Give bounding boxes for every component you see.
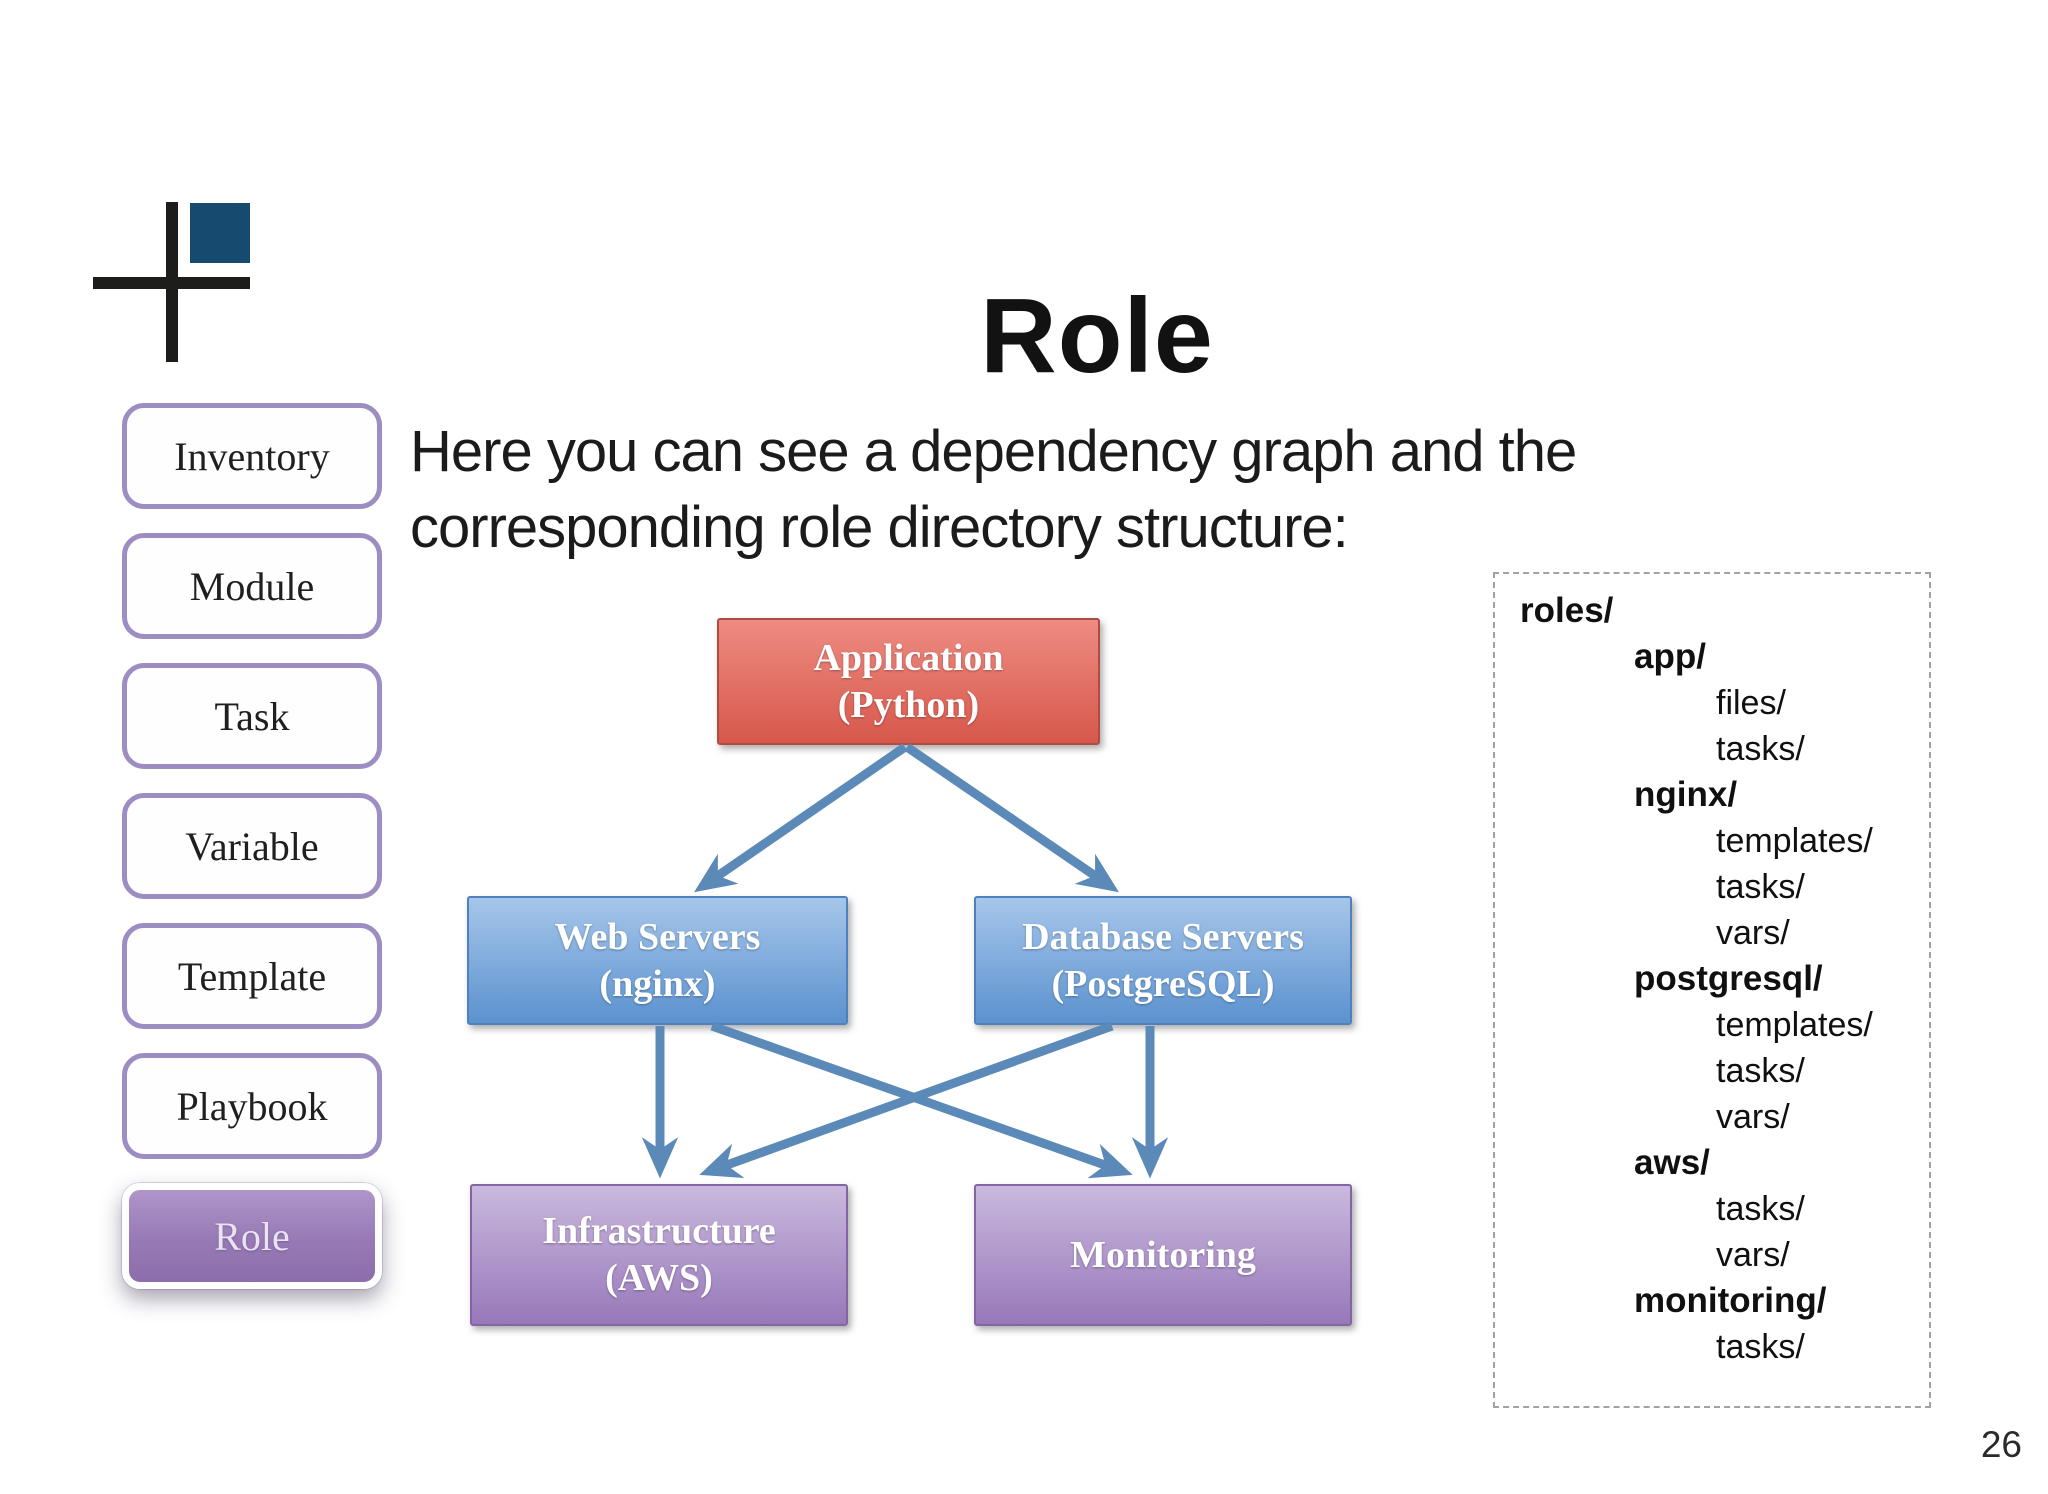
node-label: Database Servers [1022,915,1304,958]
edge-web-monitoring [710,1021,1133,1179]
directory-entry: monitoring/ [1634,1281,1827,1320]
directory-entry: vars/ [1716,914,1790,952]
directory-entry: aws/ [1634,1143,1710,1182]
node-sublabel: (Python) [837,683,980,726]
sidebar-item-label: Variable [185,823,319,869]
node-infrastructure: Infrastructure (AWS) [470,1184,848,1326]
directory-entry: tasks/ [1716,868,1805,906]
node-application: Application (Python) [717,618,1100,745]
node-database-servers: Database Servers (PostgreSQL) [974,896,1352,1025]
sidebar-item-label: Role [214,1213,290,1259]
sidebar-item-module: Module [122,533,382,639]
page-title: Role [980,277,1214,396]
role-directory-panel: roles/app/files/tasks/nginx/templates/ta… [1493,572,1931,1408]
sidebar-item-label: Template [177,953,327,999]
sidebar-item-template: Template [122,923,382,1029]
sidebar-item-variable: Variable [122,793,382,899]
sidebar-item-inventory: Inventory [122,403,382,509]
directory-entry: tasks/ [1716,1328,1805,1366]
node-web-servers: Web Servers (nginx) [467,896,848,1025]
node-sublabel: (nginx) [599,962,716,1005]
intro-text-line-1: Here you can see a dependency graph and … [410,419,1577,484]
sidebar-item-playbook: Playbook [122,1053,382,1159]
node-sublabel: (PostgreSQL) [1051,962,1275,1005]
intro-text: Here you can see a dependency graph and … [410,414,1810,566]
node-label: Application [813,636,1004,679]
directory-entry: vars/ [1716,1236,1790,1274]
edge-application-database [904,743,1119,893]
intro-text-line-2: corresponding role directory structure: [410,495,1349,560]
page-number: 26 [1980,1424,2022,1465]
node-label: Web Servers [554,915,761,958]
directory-entry: tasks/ [1716,1190,1805,1228]
sidebar-item-label: Playbook [176,1083,328,1129]
sidebar-item-label: Inventory [174,433,330,479]
directory-entry: templates/ [1716,1006,1873,1044]
directory-entry: nginx/ [1634,775,1738,814]
node-label: Infrastructure [542,1210,776,1252]
edge-database-infrastructure [699,1021,1114,1178]
directory-entry: templates/ [1716,822,1873,860]
sidebar-item-label: Task [214,693,290,739]
directory-entry: postgresql/ [1634,959,1823,998]
node-monitoring: Monitoring [974,1184,1352,1326]
plus-icon [93,277,250,289]
sidebar-item-task: Task [122,663,382,769]
directory-entry: files/ [1716,684,1786,722]
brand-square [190,203,250,263]
sidebar-item-label: Module [189,563,315,609]
node-sublabel: (AWS) [605,1257,713,1299]
directory-entry: vars/ [1716,1098,1790,1136]
directory-entry: roles/ [1520,591,1614,630]
sidebar-item-role: Role [122,1183,382,1289]
directory-entry: tasks/ [1716,1052,1805,1090]
directory-entry: tasks/ [1716,730,1805,768]
edge-application-web [694,743,908,893]
node-label: Monitoring [1070,1233,1256,1276]
directory-entry: app/ [1634,637,1706,676]
